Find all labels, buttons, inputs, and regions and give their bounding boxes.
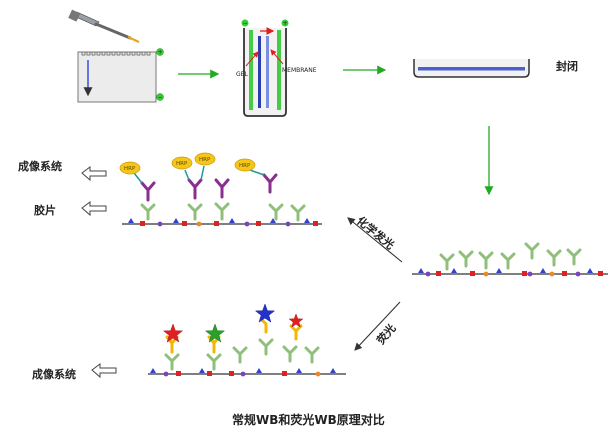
primary-antibody-membrane xyxy=(412,242,608,277)
chemiluminescence-membrane: HRP HRP HRP HRP xyxy=(119,152,322,227)
svg-text:+: + xyxy=(283,20,288,27)
chemiluminescence-arrow: 化学发光 xyxy=(347,213,403,263)
fluorophore-star xyxy=(162,323,184,343)
fluorophore-star xyxy=(254,303,276,323)
svg-text:HRP: HRP xyxy=(199,157,211,163)
chemiluminescence-label: 化学发光 xyxy=(354,213,397,252)
svg-text:+: + xyxy=(158,49,163,56)
fluorescence-membrane xyxy=(148,303,346,377)
hollow-arrow-icon xyxy=(91,363,117,379)
seal-label: 封闭 xyxy=(556,59,578,73)
svg-text:−: − xyxy=(243,20,248,27)
film-label: 胶片 xyxy=(34,203,56,217)
imaging-system-label-top: 成像系统 xyxy=(18,159,62,173)
hrp-enzyme: HRP xyxy=(194,152,216,166)
transfer-tank xyxy=(243,27,287,117)
gel-box xyxy=(77,51,157,103)
hollow-arrow-icon xyxy=(81,201,107,217)
hollow-arrow-icon xyxy=(81,166,107,182)
hrp-enzyme: HRP xyxy=(119,161,141,175)
svg-text:HRP: HRP xyxy=(239,163,251,169)
imaging-system-label-bottom: 成像系统 xyxy=(32,367,76,381)
minus-electrode-icon: − xyxy=(156,93,164,101)
fluorophore-star xyxy=(288,313,304,328)
svg-text:−: − xyxy=(158,94,163,101)
pipette-icon xyxy=(68,9,140,44)
svg-text:HRP: HRP xyxy=(176,161,188,167)
minus-electrode-icon: − xyxy=(241,19,249,27)
hrp-enzyme: HRP xyxy=(234,158,256,172)
svg-text:HRP: HRP xyxy=(124,166,136,172)
gel-loading-step: + − xyxy=(68,9,164,103)
fluorophore-star xyxy=(204,323,226,343)
plus-electrode-icon: + xyxy=(156,48,164,56)
plus-electrode-icon: + xyxy=(281,19,289,27)
gel-label: GEL xyxy=(236,71,248,78)
fluorescence-label: 荧光 xyxy=(374,321,399,347)
hrp-enzyme: HRP xyxy=(171,156,193,170)
blocking-tray xyxy=(413,59,530,78)
membrane-label: MEMBRANE xyxy=(282,67,317,74)
transfer-step: − + GEL MEMBRANE xyxy=(236,19,317,117)
fluorescence-arrow: 荧光 xyxy=(354,301,401,351)
figure-caption: 常规WB和荧光WB原理对比 xyxy=(232,412,385,427)
